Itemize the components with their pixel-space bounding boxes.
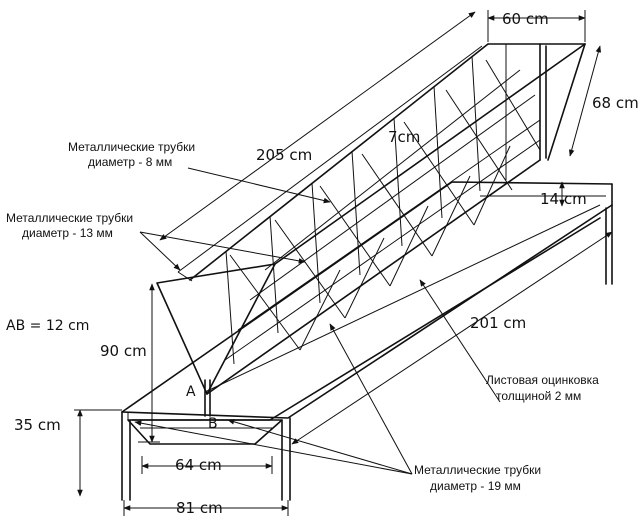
tubes-19mm-line1: Металлические трубки — [414, 463, 541, 477]
point-a: A — [186, 384, 196, 400]
tubes-13mm-line2: диаметр - 13 мм — [22, 226, 113, 240]
tubes-19mm-line2: диаметр - 19 мм — [430, 479, 521, 493]
dim-length-top: 205 cm — [256, 146, 312, 164]
point-b: B — [208, 416, 218, 432]
dim-outer-width: 81 cm — [176, 499, 223, 517]
dim-trough-depth: 14 cm — [540, 190, 587, 208]
annotations: Металлические трубки диаметр - 8 мм Мета… — [6, 140, 599, 493]
sheet-line2: толщиной 2 мм — [496, 389, 581, 403]
dim-mesh: 7cm — [388, 128, 420, 146]
sheet-line1: Листовая оцинковка — [486, 373, 599, 387]
dim-rack-height: 68 cm — [592, 94, 639, 112]
dim-inner-width: 64 cm — [175, 456, 222, 474]
dim-leg-height: 35 cm — [14, 416, 61, 434]
tubes-8mm-line1: Металлические трубки — [68, 140, 195, 154]
trough — [121, 181, 613, 445]
dim-top-width: 60 cm — [502, 10, 549, 28]
dimension-lines — [74, 10, 613, 516]
rack — [156, 43, 586, 417]
dim-front-height: 90 cm — [100, 342, 147, 360]
leader-lines — [134, 167, 501, 475]
ab-note: AB = 12 cm — [6, 318, 89, 334]
tubes-8mm-line2: диаметр - 8 мм — [88, 155, 172, 169]
dim-length-trough: 201 cm — [470, 314, 526, 332]
dimension-labels: 60 cm 68 cm 205 cm 7cm 14 cm 201 cm 90 c… — [14, 10, 639, 517]
tubes-13mm-line1: Металлические трубки — [6, 211, 133, 225]
